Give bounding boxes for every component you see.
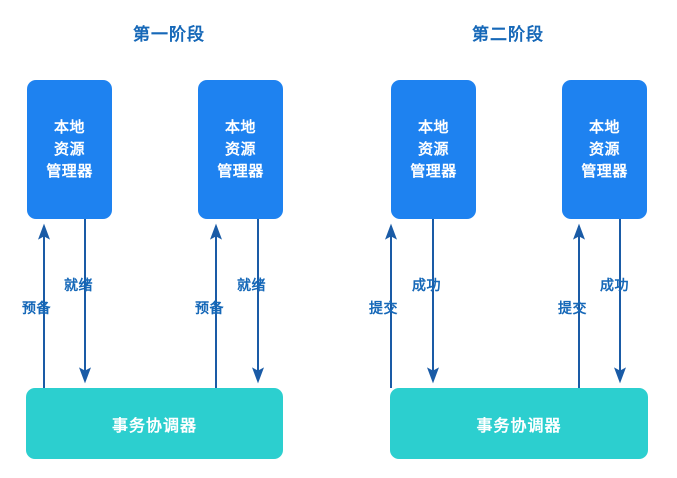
transaction-coordinator-box: 事务协调器 — [26, 388, 283, 459]
phase-title-1: 第一阶段 — [133, 25, 205, 44]
phase-panel-1: 第一阶段 本地 资源 管理器 本地 — [0, 0, 338, 478]
resource-manager-box-2: 本地 资源 管理器 — [562, 80, 647, 219]
edge-label-success-1: 成功 — [412, 277, 441, 293]
resource-manager-label-line-2: 资源 — [417, 140, 449, 158]
edge-label-ready-1: 就绪 — [64, 277, 93, 293]
resource-manager-label-line-2: 资源 — [588, 140, 620, 158]
phase-title-2: 第二阶段 — [472, 25, 544, 44]
edge-label-prepare-1: 预备 — [22, 300, 51, 316]
resource-manager-box-2: 本地 资源 管理器 — [198, 80, 283, 219]
transaction-coordinator-box: 事务协调器 — [390, 388, 648, 459]
resource-manager-label-line-1: 本地 — [53, 118, 85, 136]
resource-manager-label-line-3: 管理器 — [46, 162, 93, 180]
resource-manager-box-1: 本地 资源 管理器 — [27, 80, 112, 219]
resource-manager-label-line-1: 本地 — [224, 118, 256, 136]
resource-manager-label-line-2: 资源 — [224, 140, 256, 158]
resource-manager-label-line-2: 资源 — [53, 140, 85, 158]
edge-label-commit-2: 提交 — [558, 300, 587, 316]
phase-panel-2: 第二阶段 本地 资源 管理器 本地 资源 管理器 提 — [339, 0, 677, 478]
transaction-coordinator-label: 事务协调器 — [476, 417, 562, 435]
edge-label-prepare-2: 预备 — [195, 300, 224, 316]
resource-manager-label-line-3: 管理器 — [410, 162, 457, 180]
resource-manager-box-1: 本地 资源 管理器 — [391, 80, 476, 219]
edge-label-ready-2: 就绪 — [237, 277, 266, 293]
resource-manager-label-line-1: 本地 — [417, 118, 449, 136]
edge-label-commit-1: 提交 — [369, 300, 398, 316]
resource-manager-label-line-1: 本地 — [588, 118, 620, 136]
resource-manager-label-line-3: 管理器 — [581, 162, 628, 180]
transaction-coordinator-label: 事务协调器 — [111, 417, 197, 435]
edge-label-success-2: 成功 — [600, 277, 629, 293]
resource-manager-label-line-3: 管理器 — [217, 162, 264, 180]
